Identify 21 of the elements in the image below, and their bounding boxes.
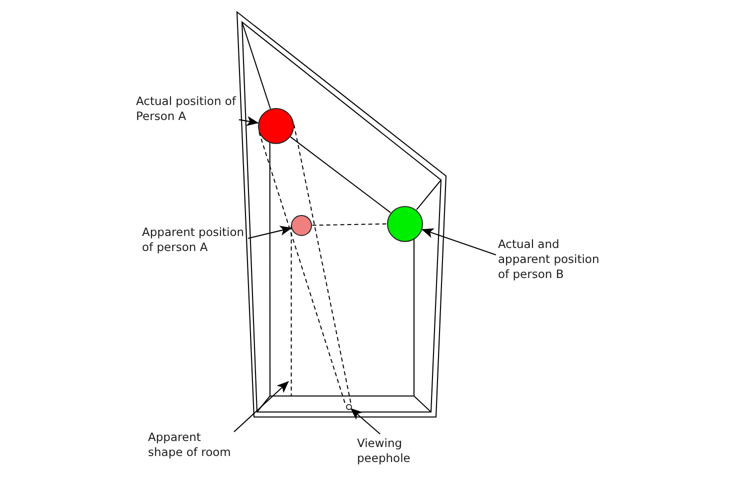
callout-label: Actual and apparent position of person B bbox=[498, 237, 601, 282]
leader-arrow bbox=[234, 381, 289, 432]
callout-label: Apparent position of person A bbox=[142, 224, 246, 254]
callout-label: Viewing peephole bbox=[357, 436, 412, 466]
callout-label: Actual position of Person A bbox=[136, 94, 237, 124]
leader-arrow bbox=[248, 226, 292, 239]
leader-arrow bbox=[238, 116, 259, 126]
dashed-line bbox=[258, 132, 346, 406]
wall-line bbox=[416, 180, 442, 210]
person-circle bbox=[291, 215, 312, 236]
wall-line bbox=[269, 142, 415, 397]
leader-arrow bbox=[422, 228, 496, 256]
dashed-line bbox=[312, 223, 388, 226]
dashed-line bbox=[293, 124, 352, 406]
callout-label: Apparent shape of room bbox=[148, 430, 232, 460]
wall-line bbox=[290, 136, 391, 214]
person-circle bbox=[387, 206, 423, 242]
peephole-circle bbox=[346, 404, 352, 410]
person-circle bbox=[258, 108, 294, 144]
leader-arrow bbox=[350, 408, 380, 434]
wall-line bbox=[242, 22, 271, 110]
